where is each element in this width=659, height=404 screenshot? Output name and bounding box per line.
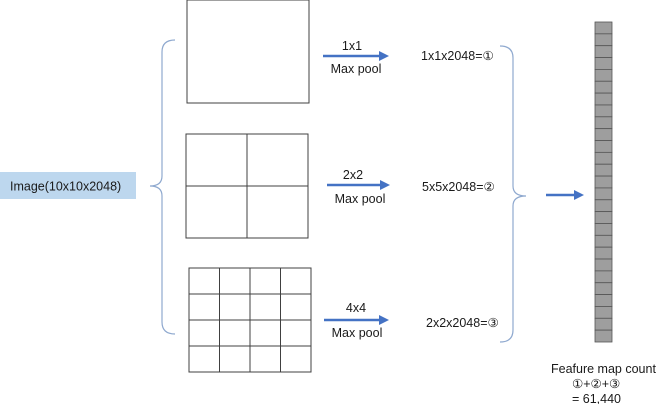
branch-1-pool-op: Max pool [331,62,382,76]
feature-cell [594,21,613,35]
feature-cell [594,116,613,130]
summary-title: Feafure map count [551,362,656,376]
feature-cell [594,45,613,58]
branch-1-pool-size: 1x1 [342,39,362,53]
feature-cell [594,33,613,47]
branch-1-result: 1x1x2048=① [421,49,494,63]
feature-cell [594,80,613,94]
feature-cell [594,306,613,319]
branch-1-arrow-head-icon [379,51,389,61]
feature-cell [594,246,613,260]
feature-cell [594,270,613,284]
branch-2-pool-size: 2x2 [343,168,363,182]
branch-2-arrow-head-icon [380,180,390,190]
feature-cell [594,140,613,153]
branch-2-result: 5x5x2048=② [422,180,495,194]
branch-3-result: 2x2x2048=③ [426,316,499,330]
input-label: Image(10x10x2048) [10,180,121,194]
pool-grid-4x4 [188,267,312,373]
branch-3-pool-size: 4x4 [346,301,366,315]
branch-3-arrow-head-icon [379,315,389,325]
feature-cell [594,151,613,165]
feature-cell [594,234,613,248]
summary-formula: ①+②+③ [572,377,620,391]
feature-cell [594,317,613,331]
pool-grid-frame [186,0,310,104]
pool-grid-2x2 [185,133,309,239]
summary-total: = 61,440 [572,392,621,404]
feature-cell [594,92,613,106]
feature-cell [594,223,613,236]
feature-vector [594,21,613,343]
feature-cell [594,128,613,141]
feature-cell [594,329,613,343]
right-brace [499,45,527,343]
branch-3-pool-op: Max pool [332,326,383,340]
feature-cell [594,282,613,295]
feature-cell [594,175,613,189]
feature-cell [594,69,613,82]
feature-cell [594,187,613,201]
input-box [0,172,136,199]
branch-2-pool-op: Max pool [335,192,386,206]
feature-cell [594,104,613,118]
left-brace [149,39,176,335]
feature-cell [594,199,613,213]
feature-cell [594,258,613,272]
feature-cell [594,211,613,224]
pool-grid-1x1 [186,0,310,104]
feature-cell [594,163,613,177]
concat-arrow-head-icon [574,190,584,200]
feature-cell [594,57,613,70]
feature-cell [594,294,613,307]
